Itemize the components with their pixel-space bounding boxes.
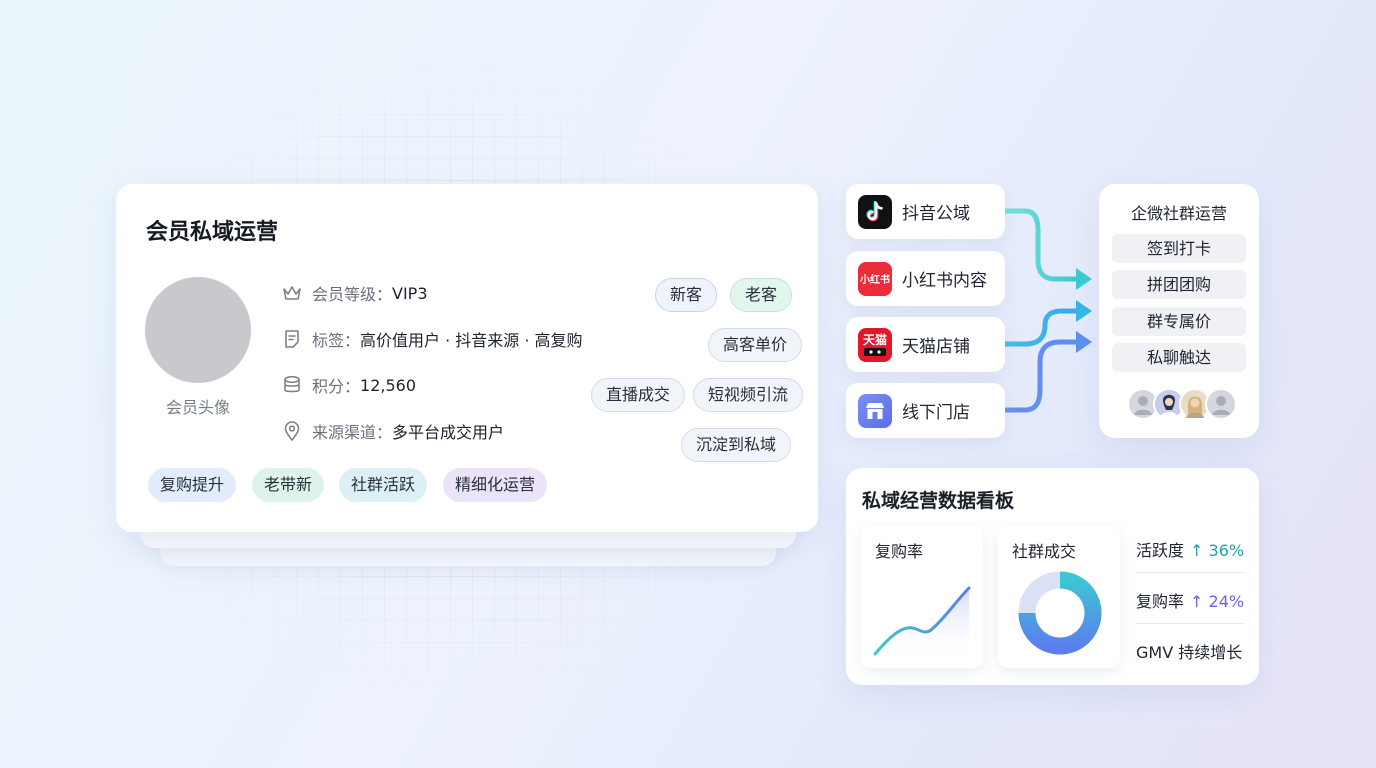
channel-label-xiaohongshu: 小红书内容 xyxy=(902,271,987,291)
member-avatars xyxy=(1127,388,1237,420)
info-row-source: 来源渠道： 多平台成交用户 xyxy=(282,419,504,443)
pill-private-domain[interactable]: 沉淀到私域 xyxy=(681,428,792,462)
channel-label-tmall: 天猫店铺 xyxy=(902,337,970,357)
group-item-private-chat[interactable]: 私聊触达 xyxy=(1112,343,1246,372)
tag-refined-ops[interactable]: 精细化运营 xyxy=(443,468,548,502)
pill-short-video[interactable]: 短视频引流 xyxy=(693,378,804,412)
info-row-tags: 标签： 高价值用户 · 抖音来源 · 高复购 xyxy=(282,327,583,351)
group-item-checkin[interactable]: 签到打卡 xyxy=(1112,234,1246,263)
channel-offline-store[interactable]: 线下门店 xyxy=(846,383,1005,438)
tag-community[interactable]: 社群活跃 xyxy=(339,468,428,502)
stat-gmv: GMV 持续增长 xyxy=(1136,643,1243,662)
channel-label-douyin: 抖音公域 xyxy=(902,204,970,224)
repurchase-panel-title: 复购率 xyxy=(875,542,924,561)
info-row-points: 积分： 12,560 xyxy=(282,373,416,397)
dashboard-title: 私域经营数据看板 xyxy=(862,490,1015,512)
channel-label-store: 线下门店 xyxy=(902,403,970,423)
tmall-icon: 天猫 xyxy=(858,327,892,362)
flow-arrows xyxy=(1002,208,1092,413)
store-icon xyxy=(858,393,892,428)
group-ops-title: 企微社群运营 xyxy=(1130,204,1227,223)
member-card-title: 会员私域运营 xyxy=(146,220,279,245)
avatar xyxy=(145,277,251,383)
location-pin-icon xyxy=(282,421,302,441)
group-item-exclusive-price[interactable]: 群专属价 xyxy=(1112,307,1246,336)
stat-divider xyxy=(1136,572,1244,573)
channel-douyin[interactable]: 抖音公域 xyxy=(846,184,1005,239)
pill-new-customer[interactable]: 新客 xyxy=(655,278,718,312)
community-sales-panel: 社群成交 xyxy=(998,526,1120,668)
info-row-level: 会员等级： VIP3 xyxy=(282,281,428,305)
pill-live-deal[interactable]: 直播成交 xyxy=(591,378,686,412)
tag-note-icon xyxy=(282,329,302,349)
tag-referral[interactable]: 老带新 xyxy=(252,468,325,502)
dashboard-card: 私域经营数据看板 复购率 社群成交 活跃度↑ 36% 复购率↑ 24% GMV … xyxy=(846,468,1259,685)
tag-repurchase[interactable]: 复购提升 xyxy=(148,468,237,502)
channel-tmall[interactable]: 天猫 天猫店铺 xyxy=(846,317,1005,372)
avatar-label: 会员头像 xyxy=(165,398,230,417)
douyin-icon xyxy=(858,194,892,229)
repurchase-trend-line xyxy=(873,586,971,660)
coins-icon xyxy=(282,375,302,395)
member-card: 会员私域运营 会员头像 会员等级： VIP3 标签： 高价值用户 · 抖音来源 … xyxy=(116,184,818,532)
pill-old-customer[interactable]: 老客 xyxy=(730,278,793,312)
stat-repurchase: 复购率↑ 24% xyxy=(1136,592,1245,611)
community-donut-chart xyxy=(1018,571,1102,655)
pill-high-aov[interactable]: 高客单价 xyxy=(708,328,803,362)
repurchase-panel: 复购率 xyxy=(861,526,983,668)
stat-activity-value: ↑ 36% xyxy=(1190,541,1245,560)
community-sales-panel-title: 社群成交 xyxy=(1012,542,1077,561)
group-item-groupbuy[interactable]: 拼团团购 xyxy=(1112,270,1246,299)
stat-divider xyxy=(1136,623,1244,624)
stat-repurchase-value: ↑ 24% xyxy=(1190,592,1245,611)
stat-activity: 活跃度↑ 36% xyxy=(1136,541,1245,560)
crown-icon xyxy=(282,283,302,303)
channel-xiaohongshu[interactable]: 小红书 小红书内容 xyxy=(846,251,1005,306)
xiaohongshu-icon: 小红书 xyxy=(858,261,892,296)
avatar xyxy=(1205,388,1237,420)
group-ops-card: 企微社群运营 签到打卡 拼团团购 群专属价 私聊触达 xyxy=(1099,184,1259,438)
